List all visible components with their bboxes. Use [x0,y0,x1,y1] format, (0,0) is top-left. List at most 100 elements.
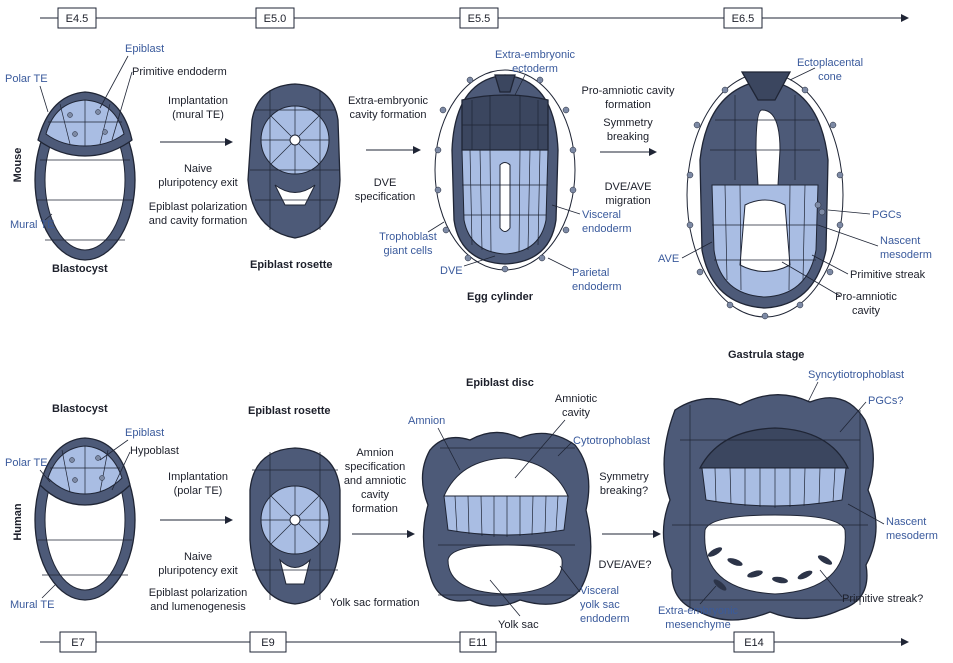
human-step2: Amnion specification and amniotic cavity… [344,447,414,534]
step-text: Symmetry [603,117,653,129]
step-text: and cavity formation [149,215,247,227]
label-hypoblast: Hypoblast [130,445,179,457]
label-extraembryonic-mesenchyme: mesenchyme [665,619,730,631]
step-text: DVE/AVE [605,181,652,193]
stage-title-rosette: Epiblast rosette [250,259,333,271]
label-polar-te: Polar TE [5,73,48,85]
label-visceral-yolk-sac: Visceral [580,585,619,597]
step-text: Extra-embryonic [348,95,429,107]
label-epiblast: Epiblast [125,43,164,55]
step-text: Implantation [168,471,228,483]
step-text: and amniotic [344,475,407,487]
step-text: (mural TE) [172,109,224,121]
label-nascent-mesoderm: mesoderm [880,249,932,261]
human-epiblast-disc: Epiblast disc Amnion Amniotic cavity Cyt… [408,377,660,631]
step-text: Implantation [168,95,228,107]
label-dve: DVE [440,265,463,277]
mouse-blastocyst: Epiblast Primitive endoderm Polar TE Mur… [5,43,227,275]
label-amniotic-cavity: cavity [562,407,591,419]
step-text: pluripotency exit [158,565,238,577]
timeline-tick-label: E6.5 [732,13,755,25]
step-text: formation [605,99,651,111]
label-epc: Ectoplacental [797,57,863,69]
step-text: migration [605,195,650,207]
row-label-mouse: Mouse [12,148,24,183]
step-text: Epiblast polarization [149,201,247,213]
mouse-step2: Extra-embryonic cavity formation DVE spe… [348,95,429,203]
timeline-tick-label: E11 [469,637,488,649]
timeline-tick-label: E4.5 [66,13,89,25]
timeline-tick-label: E5.5 [468,13,491,25]
label-mural-te: Mural TE [10,599,54,611]
step-text: breaking? [600,485,648,497]
label-pgcs: PGCs? [868,395,903,407]
label-exe: ectoderm [512,63,558,75]
label-visceral-yolk-sac: yolk sac [580,599,620,611]
label-cytotrophoblast: Cytotrophoblast [573,435,650,447]
step-text: Naive [184,163,212,175]
label-exe: Extra-embryonic [495,49,576,61]
timeline-tick-label: E7 [71,637,84,649]
label-primitive-endoderm: Primitive endoderm [132,66,227,78]
step-text: Amnion [356,447,393,459]
step-text: and lumenogenesis [150,601,246,613]
label-nascent-mesoderm: Nascent [880,235,920,247]
stage-title-blastocyst: Blastocyst [52,403,108,415]
label-amnion: Amnion [408,415,445,427]
step-text: Symmetry [599,471,649,483]
human-gastrula: Syncytiotrophoblast PGCs? Nascent mesode… [658,369,938,631]
label-primitive-streak: Primitive streak? [842,593,923,605]
timeline-mouse: E4.5 E5.0 E5.5 E6.5 [40,8,908,28]
step-text: (polar TE) [174,485,223,497]
timeline-human: E7 E9 E11 E14 [40,632,908,652]
label-ve: Visceral [582,209,621,221]
label-nascent-mesoderm: mesoderm [886,530,938,542]
label-yolk-sac: Yolk sac [498,619,539,631]
label-pe: Parietal [572,267,609,279]
stage-title-blastocyst: Blastocyst [52,263,108,275]
step-text: Naive [184,551,212,563]
label-epiblast: Epiblast [125,427,164,439]
label-pro-amniotic: cavity [852,305,881,317]
step-text: specification [355,191,416,203]
stage-title-egg-cylinder: Egg cylinder [467,291,534,303]
row-label-human: Human [12,503,24,541]
stage-title-rosette: Epiblast rosette [248,405,331,417]
mouse-gastrula: Ectoplacental cone PGCs Nascent mesoderm… [658,57,932,361]
label-mural-te: Mural TE [10,219,54,231]
label-nascent-mesoderm: Nascent [886,516,926,528]
label-tgc: giant cells [384,245,433,257]
label-pe: endoderm [572,281,622,293]
label-epc: cone [818,71,842,83]
label-pgcs: PGCs [872,209,902,221]
label-ave: AVE [658,253,679,265]
timeline-tick-label: E5.0 [264,13,287,25]
step-text: formation [352,503,398,515]
label-pro-amniotic: Pro-amniotic [835,291,897,303]
step-text: cavity [361,489,390,501]
label-tgc: Trophoblast [379,231,437,243]
mouse-step3: Pro-amniotic cavity formation Symmetry b… [582,85,675,207]
label-polar-te: Polar TE [5,457,48,469]
mouse-step1: Implantation (mural TE) Naive pluripoten… [149,95,247,227]
step-text: DVE [374,177,397,189]
human-step1: Implantation (polar TE) Naive pluripoten… [149,471,247,613]
timeline-tick-label: E14 [744,637,764,649]
step-text: Epiblast polarization [149,587,247,599]
label-amniotic-cavity: Amniotic [555,393,598,405]
stage-title-gastrula: Gastrula stage [728,349,804,361]
step-text: DVE/AVE? [599,559,652,571]
step-text: pluripotency exit [158,177,238,189]
label-syncytiotrophoblast: Syncytiotrophoblast [808,369,904,381]
mouse-epiblast-rosette: Epiblast rosette [248,84,340,271]
step-text: Pro-amniotic cavity [582,85,675,97]
step-text: Yolk sac formation [330,597,419,609]
label-ve: endoderm [582,223,632,235]
step-text: cavity formation [349,109,426,121]
human-blastocyst: Blastocyst Epiblast Hypoblast Polar TE M… [5,403,179,611]
step-text: breaking [607,131,649,143]
label-extraembryonic-mesenchyme: Extra-embryonic [658,605,739,617]
timeline-tick-label: E9 [261,637,274,649]
